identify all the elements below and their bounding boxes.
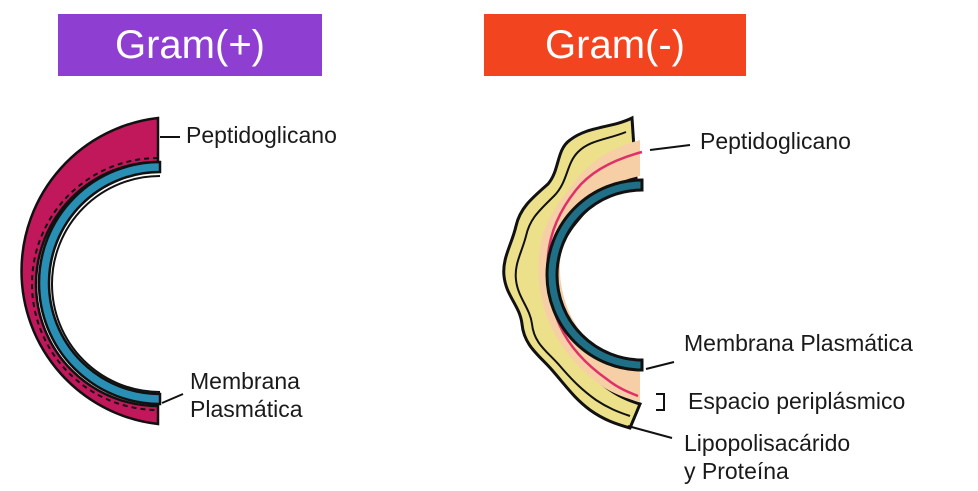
gram-negative-membrane-leader <box>646 362 674 369</box>
gram-negative-peptidoglycan-leader <box>650 145 690 150</box>
gram-negative-periplasmic-bracket <box>656 394 664 410</box>
gram-negative-lps-label-line2: y Proteína <box>684 458 789 485</box>
gram-negative-lps-label-line1: Lipopolisacárido <box>684 430 850 457</box>
gram-positive-membrane-leader <box>162 394 183 403</box>
gram-positive-wall <box>22 118 183 424</box>
gram-negative-peptidoglycan-label: Peptidoglicano <box>700 128 851 155</box>
gram-negative-periplasmic-label: Espacio periplásmico <box>688 388 905 415</box>
gram-positive-membrane-label-line2: Plasmática <box>190 396 302 423</box>
gram-positive-peptidoglycan-label: Peptidoglicano <box>186 122 337 149</box>
gram-positive-membrane-label-line1: Membrana <box>190 368 300 395</box>
gram-negative-lps-leader <box>628 426 672 438</box>
gram-negative-wall <box>504 118 690 438</box>
gram-negative-membrane-label: Membrana Plasmática <box>684 330 913 357</box>
